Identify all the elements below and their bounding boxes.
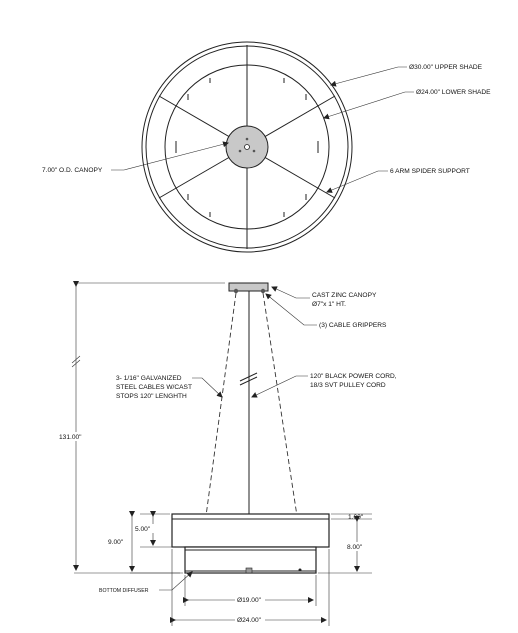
canopy-leader (111, 141, 229, 171)
dim-1-label: 1.00" (348, 514, 364, 521)
cord-leader (251, 375, 308, 398)
cables-label-1: 3- 1/16" GALVANIZED (116, 375, 182, 382)
dim-19-label: Ø19.00" (237, 597, 262, 604)
dim-1: 1.00" (331, 513, 372, 521)
dim-5-label: 5.00" (135, 526, 151, 533)
cables-label-2: STEEL CABLES W/CAST (116, 384, 192, 391)
upper-shade-leader (330, 66, 407, 87)
diffuser-label: BOTTOM DIFFUSER (99, 588, 149, 594)
cables-label-3: STOPS 120" LENGHTH (116, 393, 187, 400)
dim-24: Ø24.00" (170, 549, 330, 626)
dim-5: 5.00" (134, 511, 183, 548)
plan-view: Ø30.00" UPPER SHADE Ø24.00" LOWER SHADE … (42, 41, 491, 253)
diffuser-leader (159, 571, 193, 591)
spider-leader (326, 170, 388, 193)
dim-19: Ø19.00" (183, 575, 317, 606)
canopy-elev-label-2: Ø7"x 1" HT. (312, 301, 346, 308)
grippers-leader (265, 293, 317, 326)
canopy-hub (244, 144, 250, 150)
shade-clips (175, 78, 319, 217)
lower-shade-label: Ø24.00" LOWER SHADE (416, 89, 491, 96)
upper-shade-outer-circle (141, 41, 353, 253)
support-cables (205, 292, 298, 517)
cables-leader (192, 377, 223, 398)
dim-8: 8.00" (318, 516, 372, 574)
cord-label-1: 120" BLACK POWER CORD, (310, 373, 397, 380)
canopy-elev-label-1: CAST ZINC CANOPY (312, 292, 377, 299)
canopy-label: 7.00" O.D. CANOPY (42, 167, 103, 174)
spider-label: 6 ARM SPIDER SUPPORT (390, 168, 470, 175)
dim-9-label: 9.00" (108, 539, 124, 546)
grippers-label: (3) CABLE GRIPPERS (319, 322, 387, 329)
dim-9: 9.00" (106, 511, 183, 574)
overall-height-label: 131.00" (59, 434, 82, 441)
canopy-elev-leader (271, 286, 310, 299)
lower-shade-leader (323, 91, 414, 120)
elevation-view: 131.00" 5.00" 9.00" 1.00" 8.00" (58, 281, 397, 626)
upper-shade-label: Ø30.00" UPPER SHADE (409, 64, 483, 71)
dim-8-label: 8.00" (347, 544, 363, 551)
dim-24-label: Ø24.00" (237, 617, 262, 624)
cord-label-2: 18/3 SVT PULLEY CORD (310, 382, 386, 389)
